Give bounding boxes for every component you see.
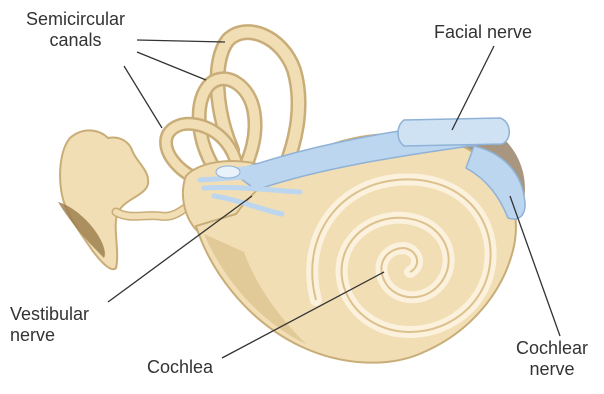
leader-line-facial-nerve [452,46,494,130]
label-cochlear-nerve-line1: Cochlear [516,338,588,359]
label-vestibular-nerve-line2: nerve [10,325,89,346]
label-semicircular-canals-line2: canals [26,30,125,51]
facial-nerve-end [398,118,509,146]
label-vestibular-nerve: Vestibular nerve [10,304,89,346]
outer-ossicle [60,130,148,269]
label-cochlea-text: Cochlea [147,357,213,378]
label-facial-nerve: Facial nerve [434,22,532,43]
label-facial-nerve-text: Facial nerve [434,22,532,43]
label-cochlear-nerve: Cochlear nerve [516,338,588,380]
leader-line-canals-3 [124,66,162,128]
leader-line-cochlear-nerve [510,196,560,336]
vestibular-ganglion [216,166,240,178]
label-vestibular-nerve-line1: Vestibular [10,304,89,325]
leader-line-canals-1 [137,40,225,42]
label-cochlea: Cochlea [147,357,213,378]
leader-line-canals-2 [137,52,206,80]
label-cochlear-nerve-line2: nerve [516,359,588,380]
label-semicircular-canals-line1: Semicircular [26,9,125,30]
label-semicircular-canals: Semicircular canals [26,9,125,51]
